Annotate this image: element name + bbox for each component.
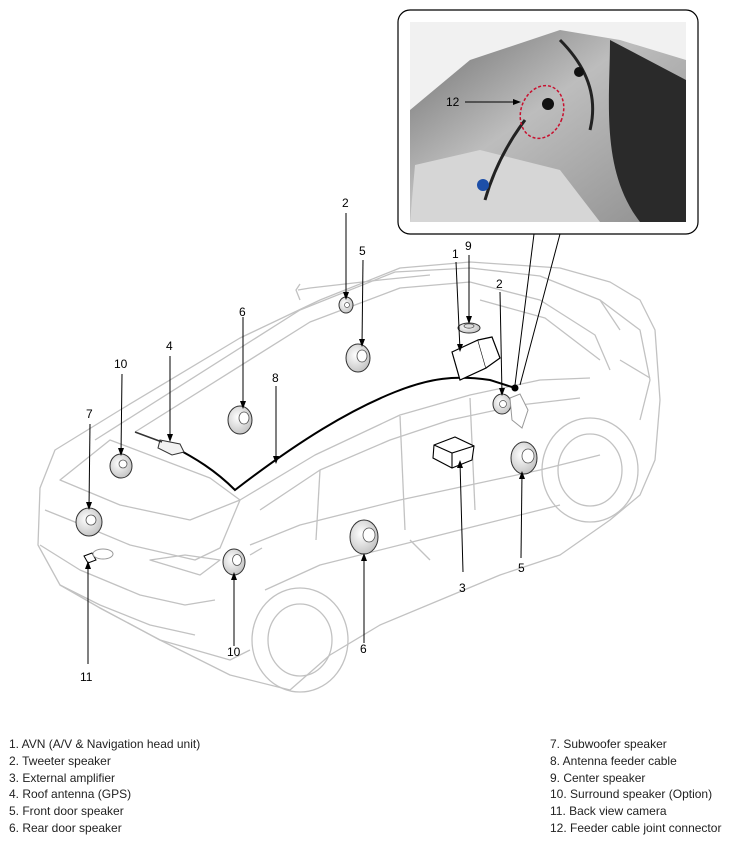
rear-door-speaker-right — [349, 519, 379, 555]
subwoofer-speaker — [75, 507, 103, 537]
callout-12: 12 — [446, 95, 460, 109]
legend-item: 4. Roof antenna (GPS) — [9, 787, 132, 802]
detail-inset — [397, 9, 699, 386]
callout-7: 7 — [86, 407, 93, 421]
callout-3: 3 — [459, 581, 466, 595]
legend-item: 8. Antenna feeder cable — [550, 753, 677, 768]
back-view-camera — [83, 548, 114, 564]
callout-8: 8 — [272, 371, 279, 385]
tweeter-speaker-rear — [338, 296, 354, 314]
callout-5-right: 5 — [518, 561, 525, 575]
legend-item: 9. Center speaker — [550, 770, 646, 785]
rear-door-speaker-left — [227, 405, 253, 435]
center-speaker — [457, 322, 481, 334]
callout-6-right: 6 — [360, 642, 367, 656]
vehicle-outline — [37, 261, 661, 693]
callout-1: 1 — [452, 247, 459, 261]
feeder-joint-connector — [511, 384, 519, 392]
legend-item: 6. Rear door speaker — [9, 820, 122, 835]
legend-item: 3. External amplifier — [9, 770, 116, 785]
legend-item: 10. Surround speaker (Option) — [550, 787, 713, 802]
avn-head-unit — [451, 336, 501, 381]
antenna-feeder-cable — [171, 376, 516, 492]
leader-arrowheads — [85, 292, 525, 580]
leader-lines — [87, 213, 523, 664]
legend-item: 12. Feeder cable joint connector — [550, 820, 722, 835]
joint-connector-highlight — [519, 84, 565, 140]
legend-item: 1. AVN (A/V & Navigation head unit) — [9, 737, 201, 751]
callout-2-front: 2 — [496, 277, 503, 291]
callout-11: 11 — [80, 670, 93, 684]
legend-item: 11. Back view camera — [550, 804, 667, 819]
legend-item: 7. Subwoofer speaker — [550, 737, 667, 751]
front-door-speaker-right — [510, 441, 538, 475]
surround-speaker-right — [222, 548, 246, 576]
callout-9: 9 — [465, 239, 472, 253]
callout-5-left: 5 — [359, 244, 366, 258]
callout-6-left: 6 — [239, 305, 246, 319]
tweeter-speaker-front — [492, 393, 529, 429]
callout-2-rear: 2 — [342, 196, 349, 210]
callout-10-left: 10 — [114, 357, 128, 371]
legend-item: 2. Tweeter speaker — [9, 753, 111, 768]
legend-left: 1. AVN (A/V & Navigation head unit) 2. T… — [9, 736, 200, 837]
callout-10-right: 10 — [227, 645, 241, 659]
callout-4: 4 — [166, 339, 173, 353]
legend-item: 5. Front door speaker — [9, 804, 124, 819]
external-amplifier — [432, 436, 475, 469]
roof-antenna — [134, 431, 185, 456]
surround-speaker-left — [109, 453, 133, 479]
front-door-speaker-left — [345, 343, 371, 373]
legend-right: 7. Subwoofer speaker 8. Antenna feeder c… — [550, 736, 721, 837]
